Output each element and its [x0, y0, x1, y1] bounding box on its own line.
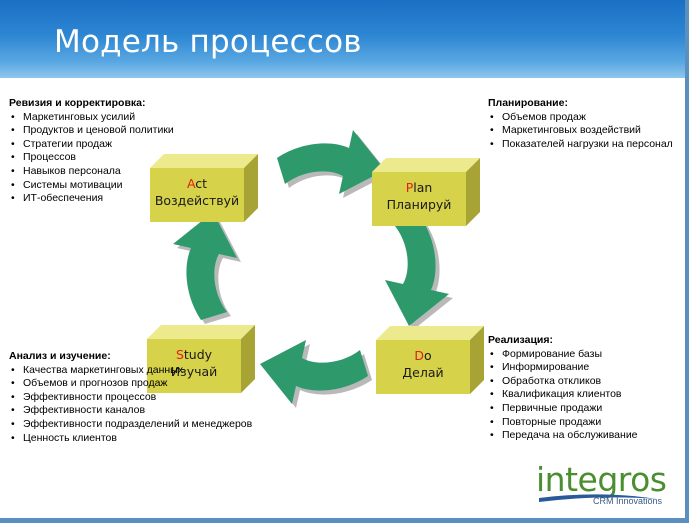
implementation-block: Реализация: Формирование базыИнформирова… — [488, 334, 678, 443]
revision-heading: Ревизия и корректировка: — [9, 97, 146, 109]
planning-list: Объемов продажМаркетинговых воздействийП… — [488, 111, 678, 152]
analysis-block: Анализ и изучение: Качества маркетинговы… — [9, 350, 279, 445]
list-item: Объемов и прогнозов продаж — [9, 377, 279, 391]
do-label-en: o — [424, 348, 432, 363]
list-item: Эффективности подразделений и менеджеров — [9, 418, 279, 432]
list-item: Информирование — [488, 361, 678, 375]
list-item: Передача на обслуживание — [488, 429, 678, 443]
list-item: Квалификация клиентов — [488, 388, 678, 402]
list-item: Повторные продажи — [488, 416, 678, 430]
frame-edge-bottom — [0, 518, 689, 523]
page-title: Модель процессов — [54, 24, 362, 60]
list-item: Качества маркетинговых данных — [9, 364, 279, 378]
integros-logo: integros CRM Innovations — [536, 460, 667, 512]
analysis-heading: Анализ и изучение: — [9, 350, 111, 362]
list-item: Формирование базы — [488, 348, 678, 362]
frame-edge-right — [685, 0, 689, 523]
list-item: Эффективности процессов — [9, 391, 279, 405]
list-item: Первичные продажи — [488, 402, 678, 416]
plan-label-en: lan — [413, 180, 432, 195]
arrow-plan-to-do — [385, 218, 453, 330]
implementation-list: Формирование базыИнформированиеОбработка… — [488, 348, 678, 443]
list-item: Эффективности каналов — [9, 404, 279, 418]
list-item: Ценность клиентов — [9, 432, 279, 446]
study-label-en: tudy — [184, 347, 213, 362]
list-item: Процессов — [9, 151, 199, 165]
logo-wordmark: integros — [536, 460, 667, 499]
svg-text:Plan: Plan — [406, 180, 433, 195]
arrow-study-to-act — [173, 212, 241, 324]
list-item: ИТ-обеспечения — [9, 192, 199, 206]
study-letter: S — [176, 347, 184, 362]
list-item: Показателей нагрузки на персонал — [488, 138, 678, 152]
revision-block: Ревизия и корректировка: Маркетинговых у… — [9, 97, 199, 206]
list-item: Маркетинговых воздействий — [488, 124, 678, 138]
logo-swoosh-icon — [539, 494, 657, 502]
list-item: Системы мотивации — [9, 179, 199, 193]
plan-label-ru: Планируй — [387, 197, 452, 212]
logo-tagline: CRM Innovations — [593, 496, 663, 506]
list-item: Стратегии продаж — [9, 138, 199, 152]
title-bar: Модель процессов — [0, 0, 689, 78]
implementation-heading: Реализация: — [488, 334, 553, 346]
act-label-en: ct — [195, 176, 207, 191]
plan-letter: P — [406, 180, 414, 195]
list-item: Объемов продаж — [488, 111, 678, 125]
planning-heading: Планирование: — [488, 97, 568, 109]
do-letter: D — [414, 348, 424, 363]
analysis-list: Качества маркетинговых данныхОбъемов и п… — [9, 364, 279, 446]
svg-text:Study: Study — [176, 347, 213, 362]
box-do: Do Делай — [376, 326, 484, 394]
svg-text:Do: Do — [414, 348, 431, 363]
box-plan: Plan Планируй — [372, 158, 480, 226]
list-item: Маркетинговых усилий — [9, 111, 199, 125]
list-item: Навыков персонала — [9, 165, 199, 179]
list-item: Продуктов и ценовой политики — [9, 124, 199, 138]
list-item: Обработка откликов — [488, 375, 678, 389]
do-label-ru: Делай — [402, 365, 443, 380]
revision-list: Маркетинговых усилийПродуктов и ценовой … — [9, 111, 199, 206]
planning-block: Планирование: Объемов продажМаркетинговы… — [488, 97, 678, 151]
